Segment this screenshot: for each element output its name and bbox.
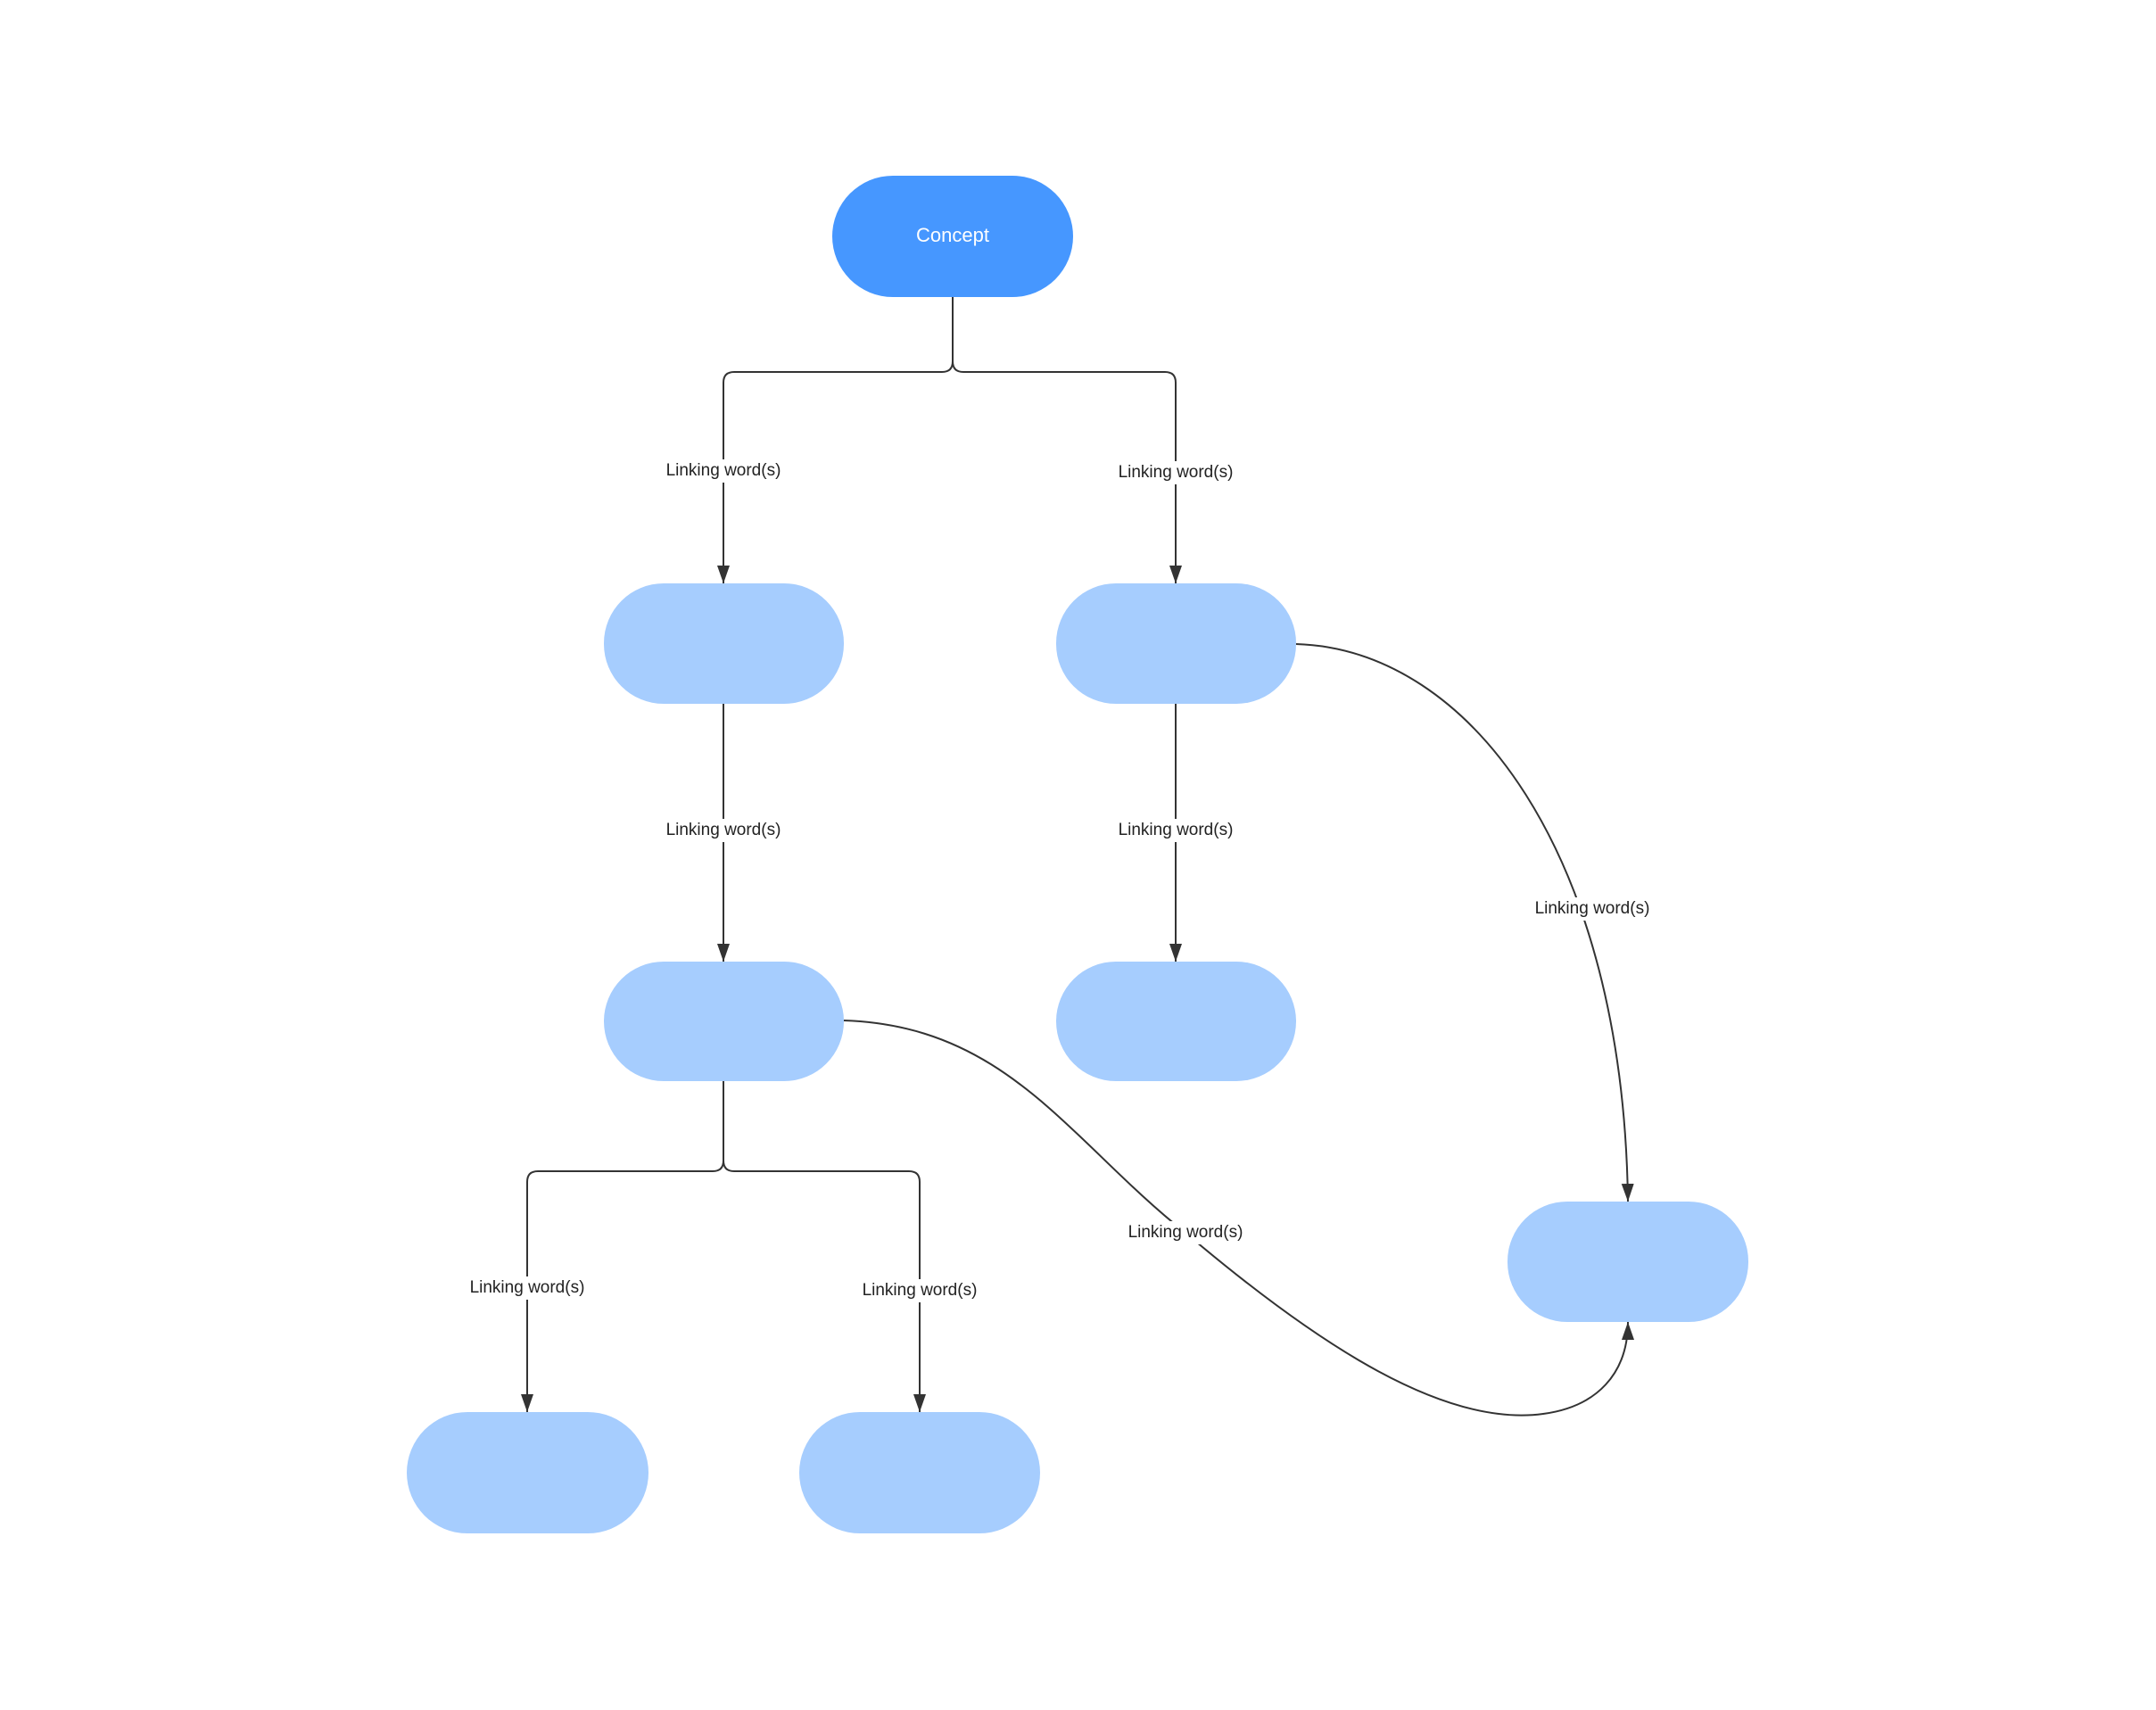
node-n1[interactable]: [604, 583, 844, 704]
edge-concept-n1[interactable]: [717, 297, 954, 583]
edge-n2-n5[interactable]: [1295, 643, 1634, 1202]
edge-label-concept-n1[interactable]: Linking word(s): [665, 459, 782, 483]
node-n6[interactable]: [407, 1412, 648, 1533]
edge-label-text: Linking word(s): [863, 1281, 978, 1300]
edge-label-n2-n4[interactable]: Linking word(s): [1117, 819, 1235, 842]
node-n5[interactable]: [1508, 1202, 1748, 1322]
edge-label-text: Linking word(s): [1119, 821, 1234, 839]
edge-label-text: Linking word(s): [1119, 463, 1234, 482]
edge-n3-n7[interactable]: [723, 1160, 926, 1412]
edge-label-text: Linking word(s): [1535, 899, 1650, 918]
edge-n3-n5[interactable]: [843, 1020, 1634, 1417]
edge-label-text: Linking word(s): [470, 1278, 585, 1297]
edge-label-n1-n3[interactable]: Linking word(s): [665, 819, 782, 842]
edge-label-n3-n7[interactable]: Linking word(s): [861, 1279, 979, 1302]
node-n7[interactable]: [799, 1412, 1040, 1533]
concept-node-label: Concept: [916, 224, 989, 246]
edge-label-text: Linking word(s): [1128, 1223, 1243, 1242]
edge-label-text: Linking word(s): [666, 821, 781, 839]
edge-label-text: Linking word(s): [666, 461, 781, 480]
edge-label-concept-n2[interactable]: Linking word(s): [1117, 461, 1235, 484]
node-n2[interactable]: [1056, 583, 1296, 704]
concept-node[interactable]: Concept: [832, 176, 1073, 297]
edge-n3-n6[interactable]: [521, 1081, 724, 1412]
node-n3[interactable]: [604, 962, 844, 1081]
edge-label-n2-n5[interactable]: Linking word(s): [1533, 897, 1651, 921]
node-n4[interactable]: [1056, 962, 1296, 1081]
edge-label-n3-n5[interactable]: Linking word(s): [1127, 1221, 1244, 1244]
edge-label-n3-n6[interactable]: Linking word(s): [468, 1276, 586, 1300]
edge-concept-n2[interactable]: [952, 360, 1182, 583]
